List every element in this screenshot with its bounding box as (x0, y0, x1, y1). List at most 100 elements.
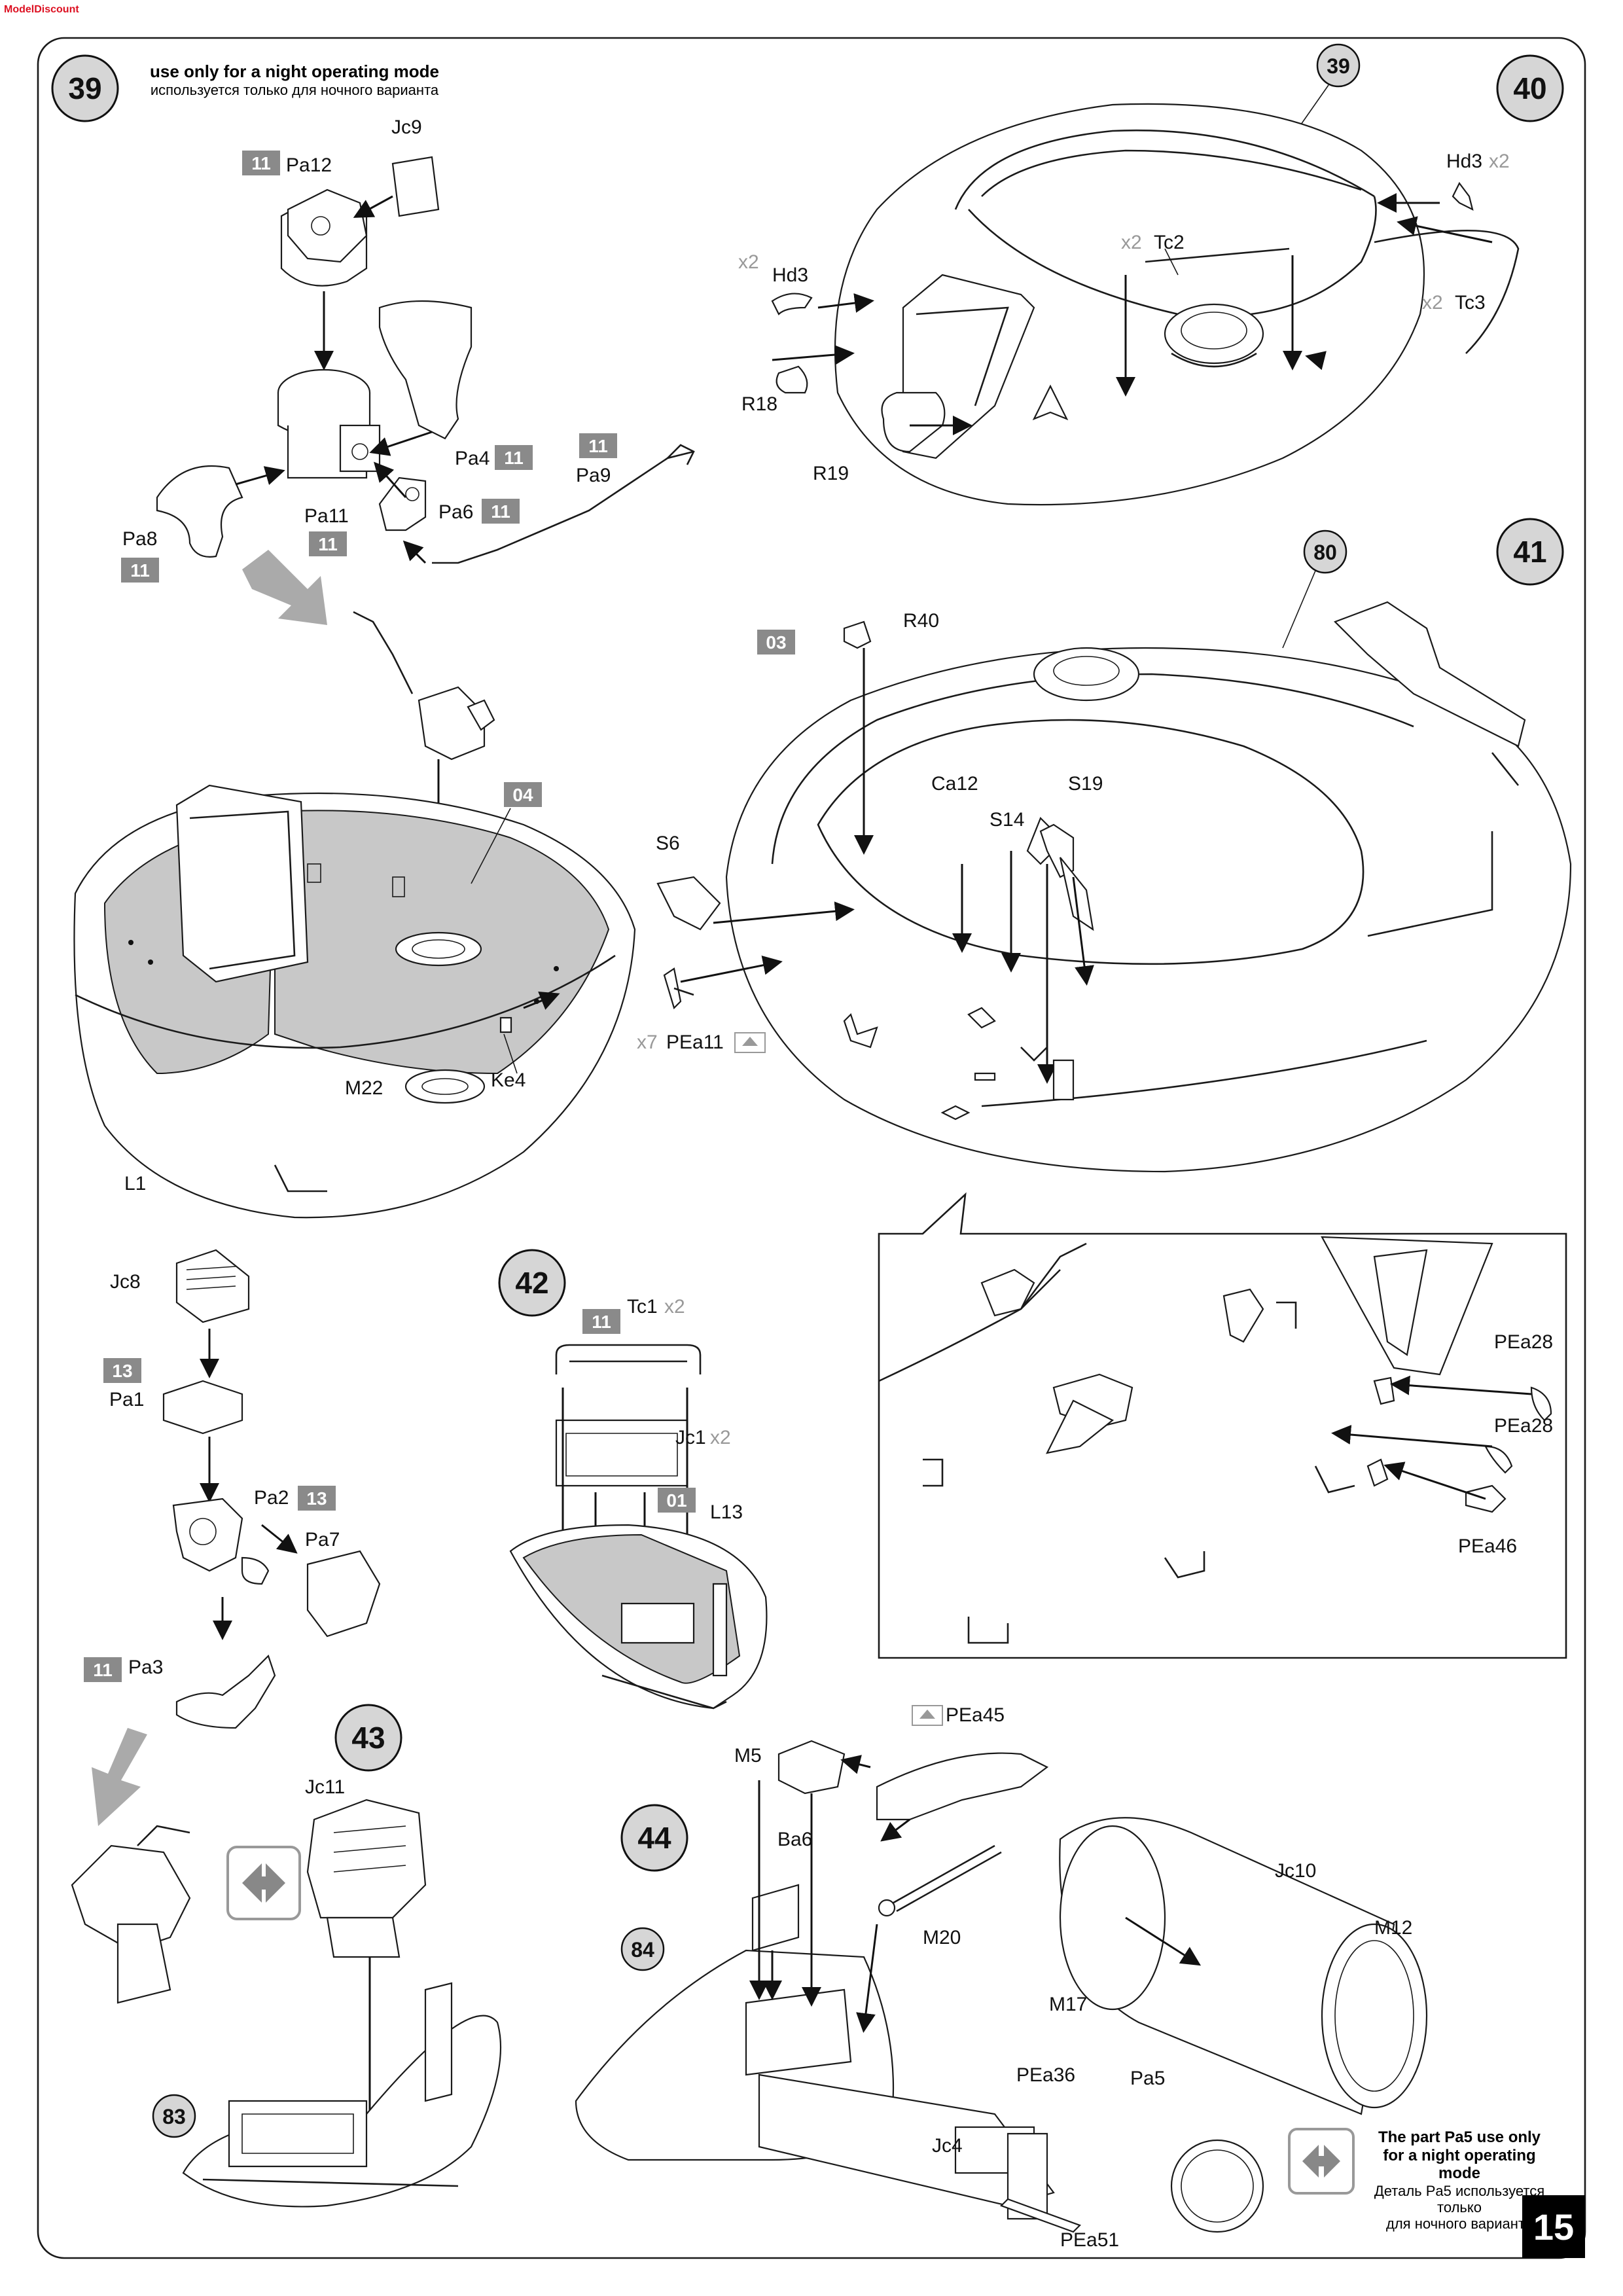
svg-text:43: 43 (351, 1721, 385, 1755)
label-m20: M20 (923, 1927, 961, 1948)
step-39-number: 39 (68, 71, 101, 105)
svg-text:x2: x2 (1489, 151, 1510, 172)
label-ba6: Ba6 (777, 1829, 812, 1850)
svg-text:13: 13 (112, 1361, 132, 1381)
svg-text:83: 83 (162, 2105, 186, 2128)
label-pa8: Pa8 (122, 528, 157, 550)
step-39: 39 (51, 54, 695, 1219)
label-m5: M5 (734, 1745, 762, 1767)
label-pa9: Pa9 (576, 465, 611, 486)
label-r40: R40 (903, 610, 939, 632)
svg-text:01: 01 (666, 1490, 687, 1511)
label-jc10: Jc10 (1275, 1860, 1316, 1882)
step-41-labels: 03 R40 S6 Ca12 S14 S19 x7 PEa11 (637, 610, 1103, 1053)
pa5-note-en-1: The part Pa5 use only (1378, 2128, 1541, 2146)
label-pa6: Pa6 (438, 501, 473, 523)
label-r18: R18 (741, 393, 777, 415)
label-ca12: Ca12 (931, 773, 978, 795)
svg-text:11: 11 (504, 448, 524, 468)
label-s6: S6 (656, 833, 680, 854)
big-arrow-39 (242, 550, 327, 625)
label-ke4: Ke4 (491, 1069, 526, 1091)
label-l1: L1 (124, 1173, 146, 1194)
label-pa12: Pa12 (286, 154, 332, 176)
step-44-labels: PEa45 M5 Ba6 M20 Jc10 M12 M17 PEa36 Jc4 … (734, 1704, 1412, 2251)
label-m12: M12 (1374, 1917, 1412, 1939)
svg-text:44: 44 (637, 1821, 671, 1855)
label-jc4: Jc4 (932, 2135, 963, 2157)
label-pa2: Pa2 (254, 1487, 289, 1509)
pa5-night-note: The part Pa5 use only for a night operat… (1361, 2128, 1558, 2233)
step-43: 43 (182, 1704, 502, 2208)
label-r19: R19 (813, 463, 849, 484)
label-tc2: Tc2 (1154, 232, 1185, 253)
label-hd3-b: Hd3 (772, 264, 808, 286)
label-pea36: PEa36 (1016, 2064, 1075, 2086)
svg-text:11: 11 (491, 501, 510, 522)
label-jc8: Jc8 (110, 1271, 141, 1293)
svg-text:39: 39 (1327, 54, 1350, 78)
svg-text:11: 11 (592, 1312, 611, 1332)
svg-text:41: 41 (1513, 535, 1546, 569)
svg-text:11: 11 (130, 560, 150, 581)
svg-text:11: 11 (588, 436, 608, 456)
step-42-labels: Tc1 x2 11 Jc1 x2 01 L13 (582, 1296, 743, 1523)
label-pa3: Pa3 (128, 1657, 163, 1678)
label-jc1: Jc1 (675, 1427, 706, 1448)
svg-text:04: 04 (512, 785, 533, 805)
night-mode-note-top: use only for a night operating mode испо… (141, 62, 448, 98)
svg-text:x7: x7 (637, 1031, 658, 1053)
sight-assembly-43-pre (71, 1249, 381, 2004)
label-pa1: Pa1 (109, 1389, 144, 1410)
label-pea28-b: PEa28 (1494, 1415, 1553, 1437)
label-jc9: Jc9 (391, 117, 422, 138)
label-m22: M22 (345, 1077, 383, 1099)
detail-inset: PEa28 PEa28 PEa46 (878, 1192, 1567, 1659)
label-pea28-a: PEa28 (1494, 1331, 1553, 1353)
label-tc1: Tc1 (627, 1296, 658, 1318)
step-40-labels: Hd3 x2 x2 Hd3 x2 Tc2 x2 Tc3 R18 R19 (738, 151, 1510, 484)
label-pea11: PEa11 (666, 1031, 724, 1053)
label-pea45: PEa45 (946, 1704, 1005, 1726)
svg-text:11: 11 (318, 534, 338, 554)
label-s19: S19 (1068, 773, 1103, 795)
page-number: 15 (1522, 2195, 1585, 2258)
step-40: 40 39 (771, 43, 1564, 506)
pa5-note-ru-1: Деталь Pa5 используется только (1374, 2182, 1545, 2216)
label-pa5: Pa5 (1130, 2068, 1165, 2089)
step-43-labels: Jc11 83 (152, 1776, 345, 2138)
svg-text:42: 42 (515, 1266, 548, 1300)
svg-text:11: 11 (93, 1660, 113, 1680)
night-mode-note-top-en: use only for a night operating mode (149, 62, 440, 81)
svg-text:x2: x2 (710, 1427, 731, 1448)
turret-body (725, 647, 1572, 1173)
svg-text:13: 13 (306, 1488, 327, 1509)
step-42: 42 (498, 1249, 768, 1710)
label-hd3-a: Hd3 (1446, 151, 1482, 172)
label-pa7: Pa7 (305, 1529, 340, 1551)
label-m17: M17 (1049, 1994, 1087, 2015)
page-frame (37, 37, 1586, 2259)
svg-text:03: 03 (766, 632, 786, 653)
svg-text:80: 80 (1313, 541, 1337, 564)
svg-text:x2: x2 (1422, 292, 1443, 314)
label-pea46: PEa46 (1458, 1535, 1517, 1557)
night-mode-note-top-ru: используется только для ночного варианта (150, 81, 439, 98)
label-pa4: Pa4 (455, 448, 490, 469)
svg-text:11: 11 (251, 153, 271, 173)
step-41: 41 80 (656, 518, 1572, 1173)
label-pea51: PEa51 (1060, 2229, 1119, 2251)
label-l13: L13 (710, 1501, 743, 1523)
label-jc11: Jc11 (305, 1776, 345, 1798)
pa5-note-en-2: for a night operating mode (1383, 2146, 1536, 2183)
label-tc3: Tc3 (1455, 292, 1486, 314)
label-pa11: Pa11 (304, 505, 349, 527)
svg-text:84: 84 (631, 1938, 654, 1962)
svg-text:40: 40 (1513, 71, 1546, 105)
label-s14: S14 (990, 809, 1024, 831)
step-44: 44 84 (575, 1740, 1428, 2233)
svg-text:x2: x2 (738, 251, 759, 273)
step-39-labels: 11 Pa12 Jc9 Pa4 11 11 Pa9 Pa6 11 Pa11 11… (121, 117, 617, 1194)
site-logo: ModelDiscount (4, 4, 79, 15)
